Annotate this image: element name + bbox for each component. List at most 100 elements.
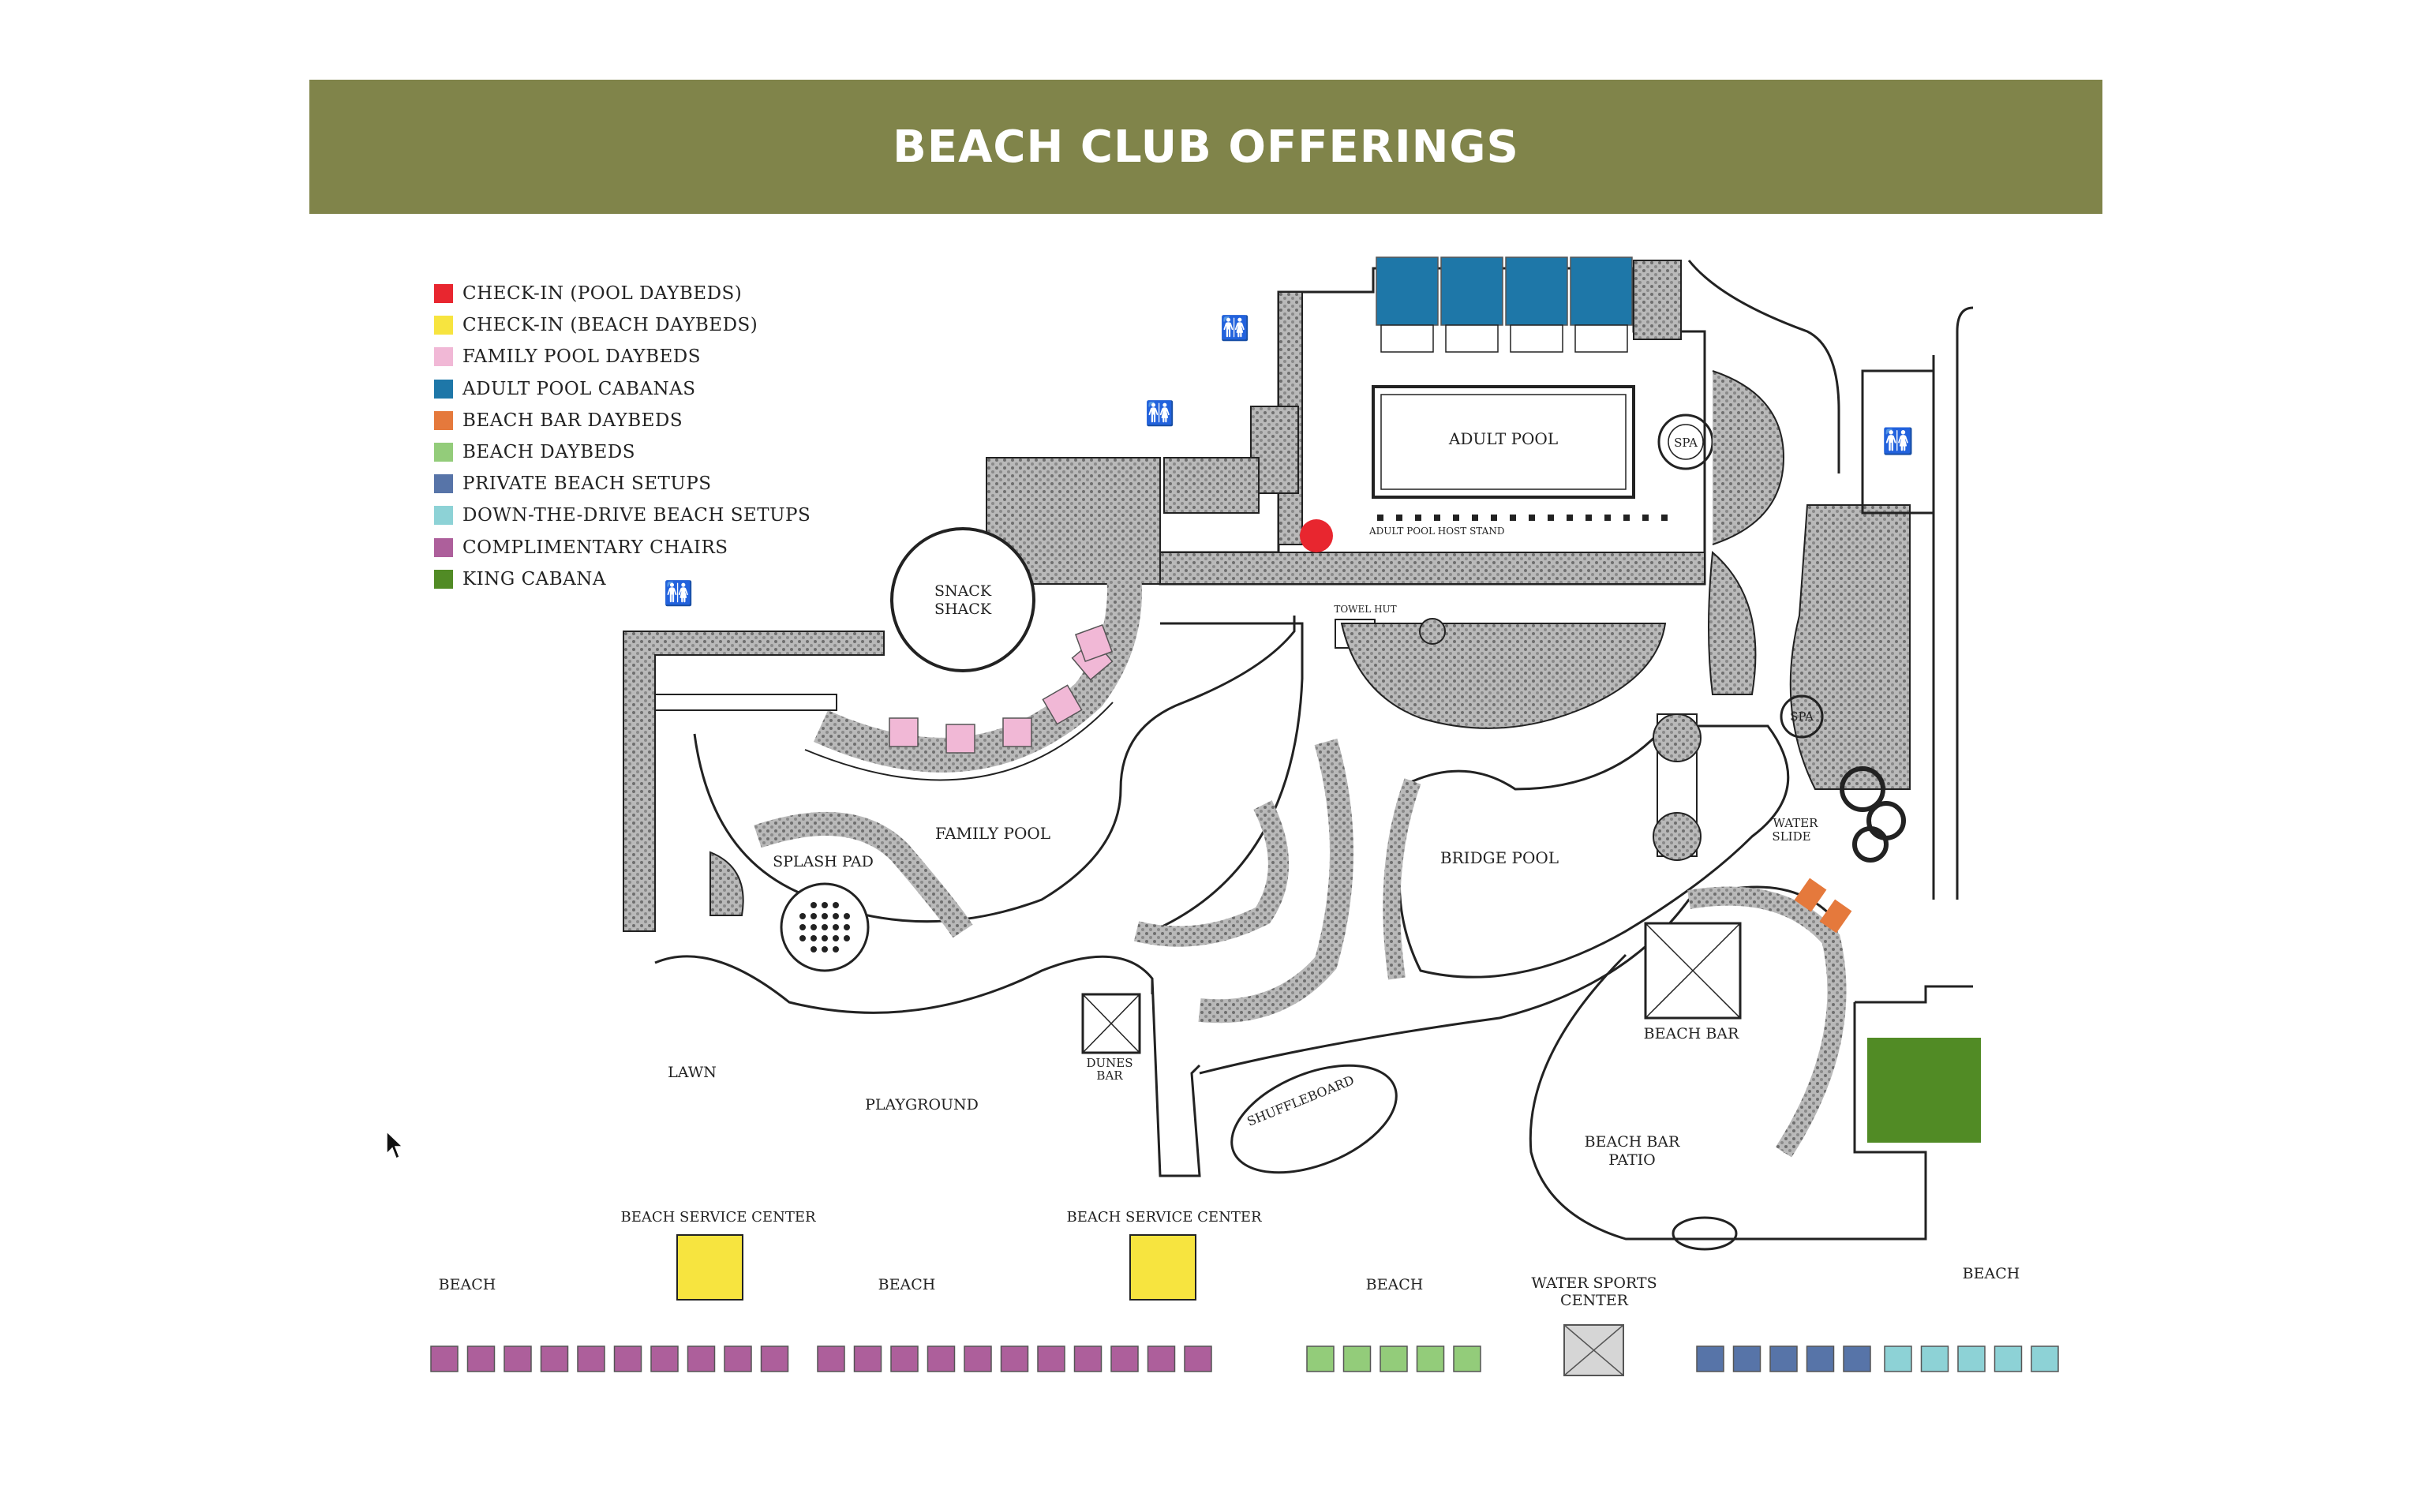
complimentary-chair: [650, 1345, 679, 1372]
pool-edge-marker: [1661, 515, 1668, 521]
map-label: BEACH BAR: [1644, 1025, 1739, 1042]
map-label: SHUFFLEBOARD: [1245, 1072, 1356, 1129]
legend-label: COMPLIMENTARY CHAIRS: [462, 537, 728, 558]
complimentary-chair: [687, 1345, 716, 1372]
legend-label: PRIVATE BEACH SETUPS: [462, 473, 712, 495]
walkway: [1159, 552, 1705, 585]
legend-item: CHECK-IN (BEACH DAYBEDS): [434, 309, 811, 341]
path-edge: [1199, 885, 1845, 1154]
adult-pool-cabana: [1440, 256, 1503, 326]
family-pool: [693, 616, 1296, 923]
private-beach-setup: [1732, 1345, 1761, 1372]
adult-pool-inner: [1380, 394, 1627, 490]
legend-item: CHECK-IN (POOL DAYBEDS): [434, 278, 811, 309]
private-beach-setup: [1769, 1345, 1798, 1372]
path-edge: [1956, 306, 1974, 900]
shuffleboard-court: [1230, 1064, 1398, 1174]
pool-edge-marker: [1377, 515, 1383, 521]
down-the-drive-setup: [1884, 1345, 1912, 1372]
roof-line: [1563, 1324, 1624, 1376]
legend-swatch: [434, 347, 453, 367]
beach-daybed: [1380, 1345, 1408, 1372]
splash-jet: [799, 935, 806, 941]
legend-item: ADULT POOL CABANAS: [434, 373, 811, 405]
family-pool-daybed: [1074, 623, 1114, 663]
private-beach-setup: [1696, 1345, 1724, 1372]
legend-label: BEACH DAYBEDS: [462, 442, 635, 463]
pool-edge-marker: [1472, 515, 1478, 521]
legend-item: BEACH BAR DAYBEDS: [434, 405, 811, 436]
family-pool-daybeds: [889, 623, 1114, 754]
map-label: SPA: [1674, 436, 1698, 450]
map-label: SPLASH PAD: [773, 853, 874, 870]
snack-shack: [890, 527, 1035, 672]
map-label: ADULT POOL: [1448, 429, 1558, 448]
legend-item: FAMILY POOL DAYBEDS: [434, 341, 811, 372]
spa-inner: [1668, 424, 1704, 460]
complimentary-chair: [613, 1345, 642, 1372]
complimentary-chair: [890, 1345, 919, 1372]
beach-bar-daybed: [1794, 878, 1827, 912]
restroom-icon: 🚻: [1220, 314, 1249, 342]
cabana-deck: [1445, 324, 1499, 353]
restroom-icon: 🚻: [1145, 399, 1174, 428]
legend-item: DOWN-THE-DRIVE BEACH SETUPS: [434, 500, 811, 531]
roof-line: [1082, 994, 1140, 1054]
map-label: FAMILY POOL: [935, 824, 1050, 843]
pool-edge-marker: [1491, 515, 1497, 521]
complimentary-chair: [1110, 1345, 1139, 1372]
map-label: SHACK: [934, 601, 992, 618]
west-deck: [623, 631, 885, 932]
pool-edge-marker: [1604, 515, 1611, 521]
planter: [1340, 623, 1667, 729]
map-label: BEACH: [1963, 1265, 2020, 1282]
path-edge: [1855, 985, 1973, 1004]
legend-swatch: [434, 569, 453, 589]
map-label: WATER: [1773, 816, 1819, 830]
family-pool-daybed: [1002, 717, 1032, 747]
map-label: ADULT POOL HOST STAND: [1368, 526, 1504, 537]
planter: [1163, 457, 1260, 514]
map-label: SLIDE: [1772, 829, 1810, 844]
complimentary-chair: [1073, 1345, 1103, 1372]
pool-edge-marker: [1567, 515, 1573, 521]
spa: [1780, 694, 1824, 739]
splash-jets: [799, 902, 850, 952]
complimentary-chair: [540, 1345, 569, 1372]
patio-edge: [1529, 953, 1927, 1241]
splash-jet: [822, 946, 828, 952]
pool-edge-marker: [1642, 515, 1649, 521]
map-label: BRIDGE POOL: [1440, 848, 1559, 867]
map-label: BEACH SERVICE CENTER: [1066, 1209, 1261, 1226]
legend-label: BEACH BAR DAYBEDS: [462, 410, 683, 431]
cabana-deck: [1574, 324, 1628, 353]
path-edge: [1151, 978, 1201, 1177]
planter-arc: [1687, 886, 1847, 1158]
legend-swatch: [434, 316, 453, 335]
complimentary-chair: [927, 1345, 956, 1372]
walkway: [654, 694, 837, 711]
pool-edge-marker: [1415, 515, 1421, 521]
complimentary-chair: [760, 1345, 789, 1372]
map-label: BEACH: [439, 1276, 496, 1293]
water-slide-loop: [1866, 801, 1906, 840]
path-edge: [1687, 260, 1840, 473]
legend-swatch: [434, 443, 453, 462]
legend-label: DOWN-THE-DRIVE BEACH SETUPS: [462, 505, 811, 526]
fire-pit: [1672, 1216, 1738, 1251]
splash-jet: [811, 924, 817, 930]
legend-item: COMPLIMENTARY CHAIRS: [434, 532, 811, 563]
planter: [1789, 504, 1911, 790]
splash-jet: [833, 935, 839, 941]
map-label: WATER SPORTS: [1531, 1274, 1657, 1292]
map-label: BEACH: [878, 1276, 936, 1293]
beach-daybed: [1453, 1345, 1481, 1372]
header-banner: BEACH CLUB OFFERINGS: [309, 80, 2102, 214]
splash-jet: [833, 902, 839, 908]
splash-jet: [811, 946, 817, 952]
map-label: BEACH: [1366, 1276, 1424, 1293]
family-pool-area: SNACK SHACK FAMILY POOL SPLASH PAD: [623, 457, 1296, 1014]
legend-item: PRIVATE BEACH SETUPS: [434, 468, 811, 500]
pool-edge-marker: [1623, 515, 1630, 521]
